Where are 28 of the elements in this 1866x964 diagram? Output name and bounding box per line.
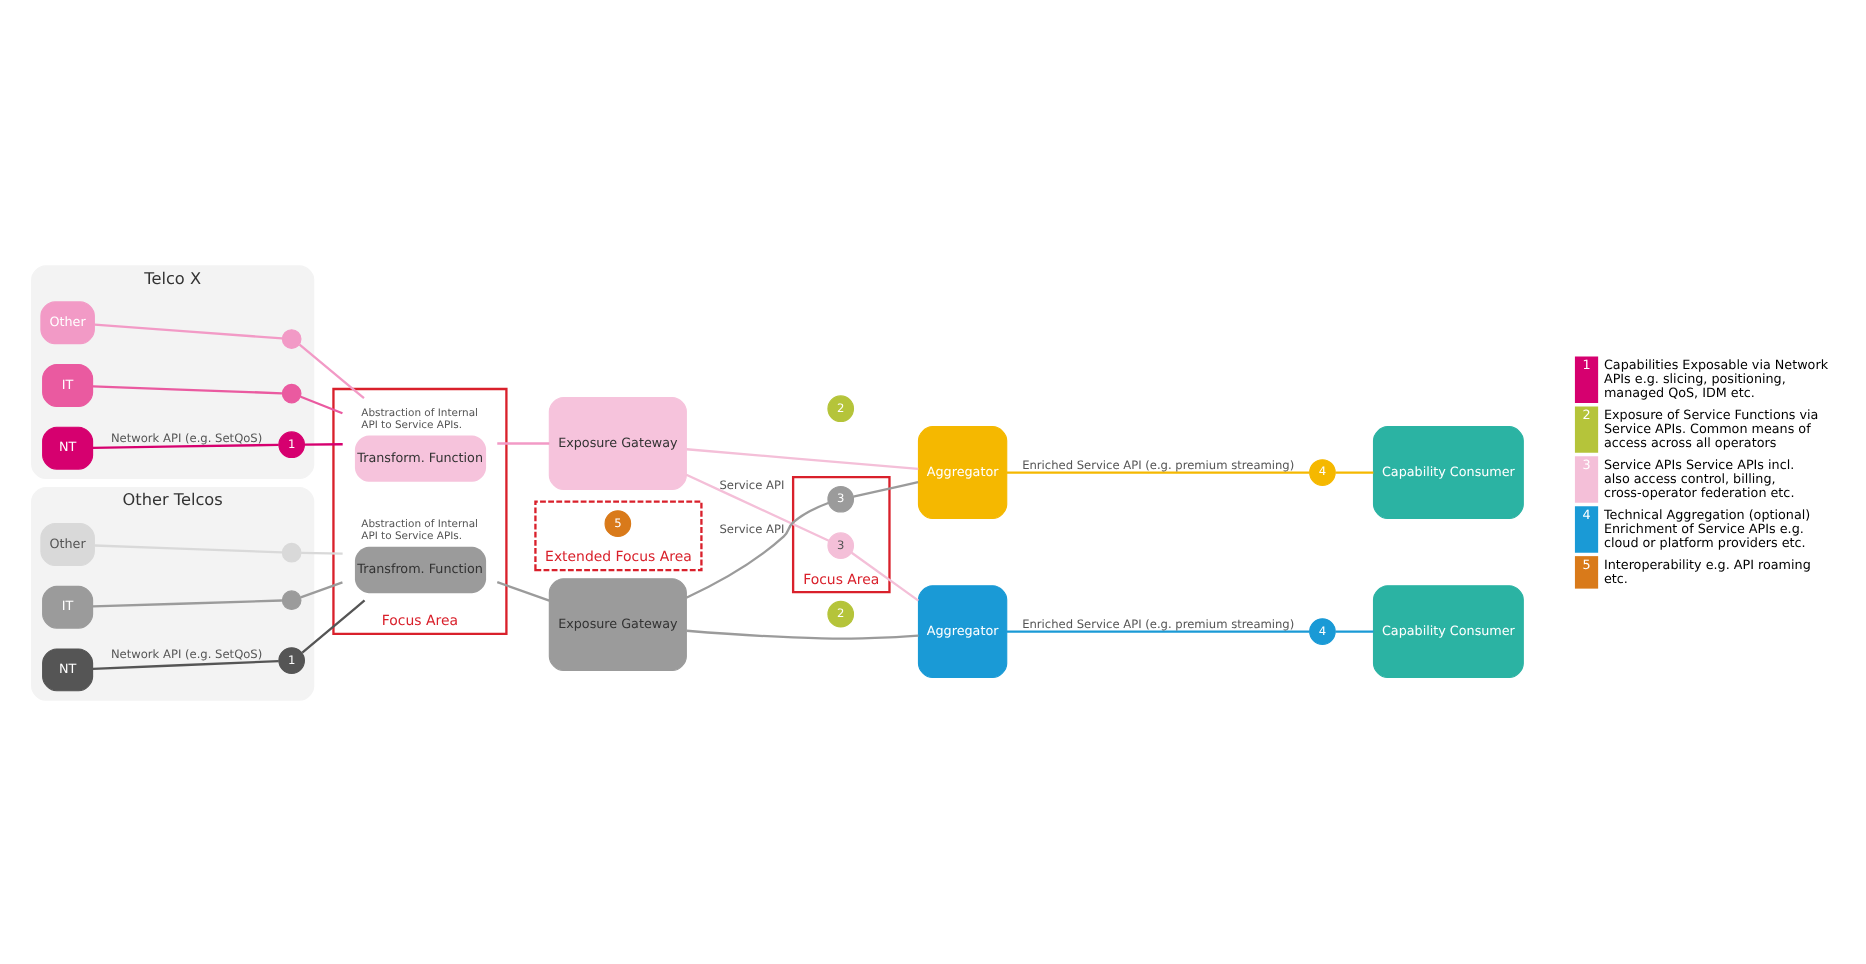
connector bbox=[94, 322, 283, 339]
connector bbox=[304, 442, 343, 445]
connector bbox=[851, 550, 920, 601]
connector bbox=[1335, 470, 1374, 473]
node-circle bbox=[281, 541, 302, 562]
connector bbox=[300, 580, 343, 598]
connector bbox=[497, 441, 550, 444]
node-circle bbox=[281, 382, 302, 403]
connector bbox=[94, 543, 283, 553]
node-circle bbox=[281, 328, 302, 348]
connector bbox=[92, 384, 282, 394]
connector bbox=[685, 500, 829, 598]
connector bbox=[1006, 629, 1310, 632]
connector bbox=[496, 580, 550, 601]
connector bbox=[1006, 470, 1310, 473]
connector bbox=[853, 480, 919, 497]
connector bbox=[92, 658, 279, 670]
connector bbox=[92, 598, 282, 607]
connector bbox=[686, 447, 919, 470]
connector bbox=[298, 342, 365, 398]
connector bbox=[1335, 629, 1374, 632]
connector bbox=[300, 394, 343, 414]
connector bbox=[301, 598, 366, 653]
connector bbox=[686, 628, 919, 639]
connector bbox=[301, 550, 343, 554]
connector bbox=[92, 442, 279, 448]
node-circle bbox=[281, 589, 302, 610]
connector bbox=[685, 472, 830, 541]
